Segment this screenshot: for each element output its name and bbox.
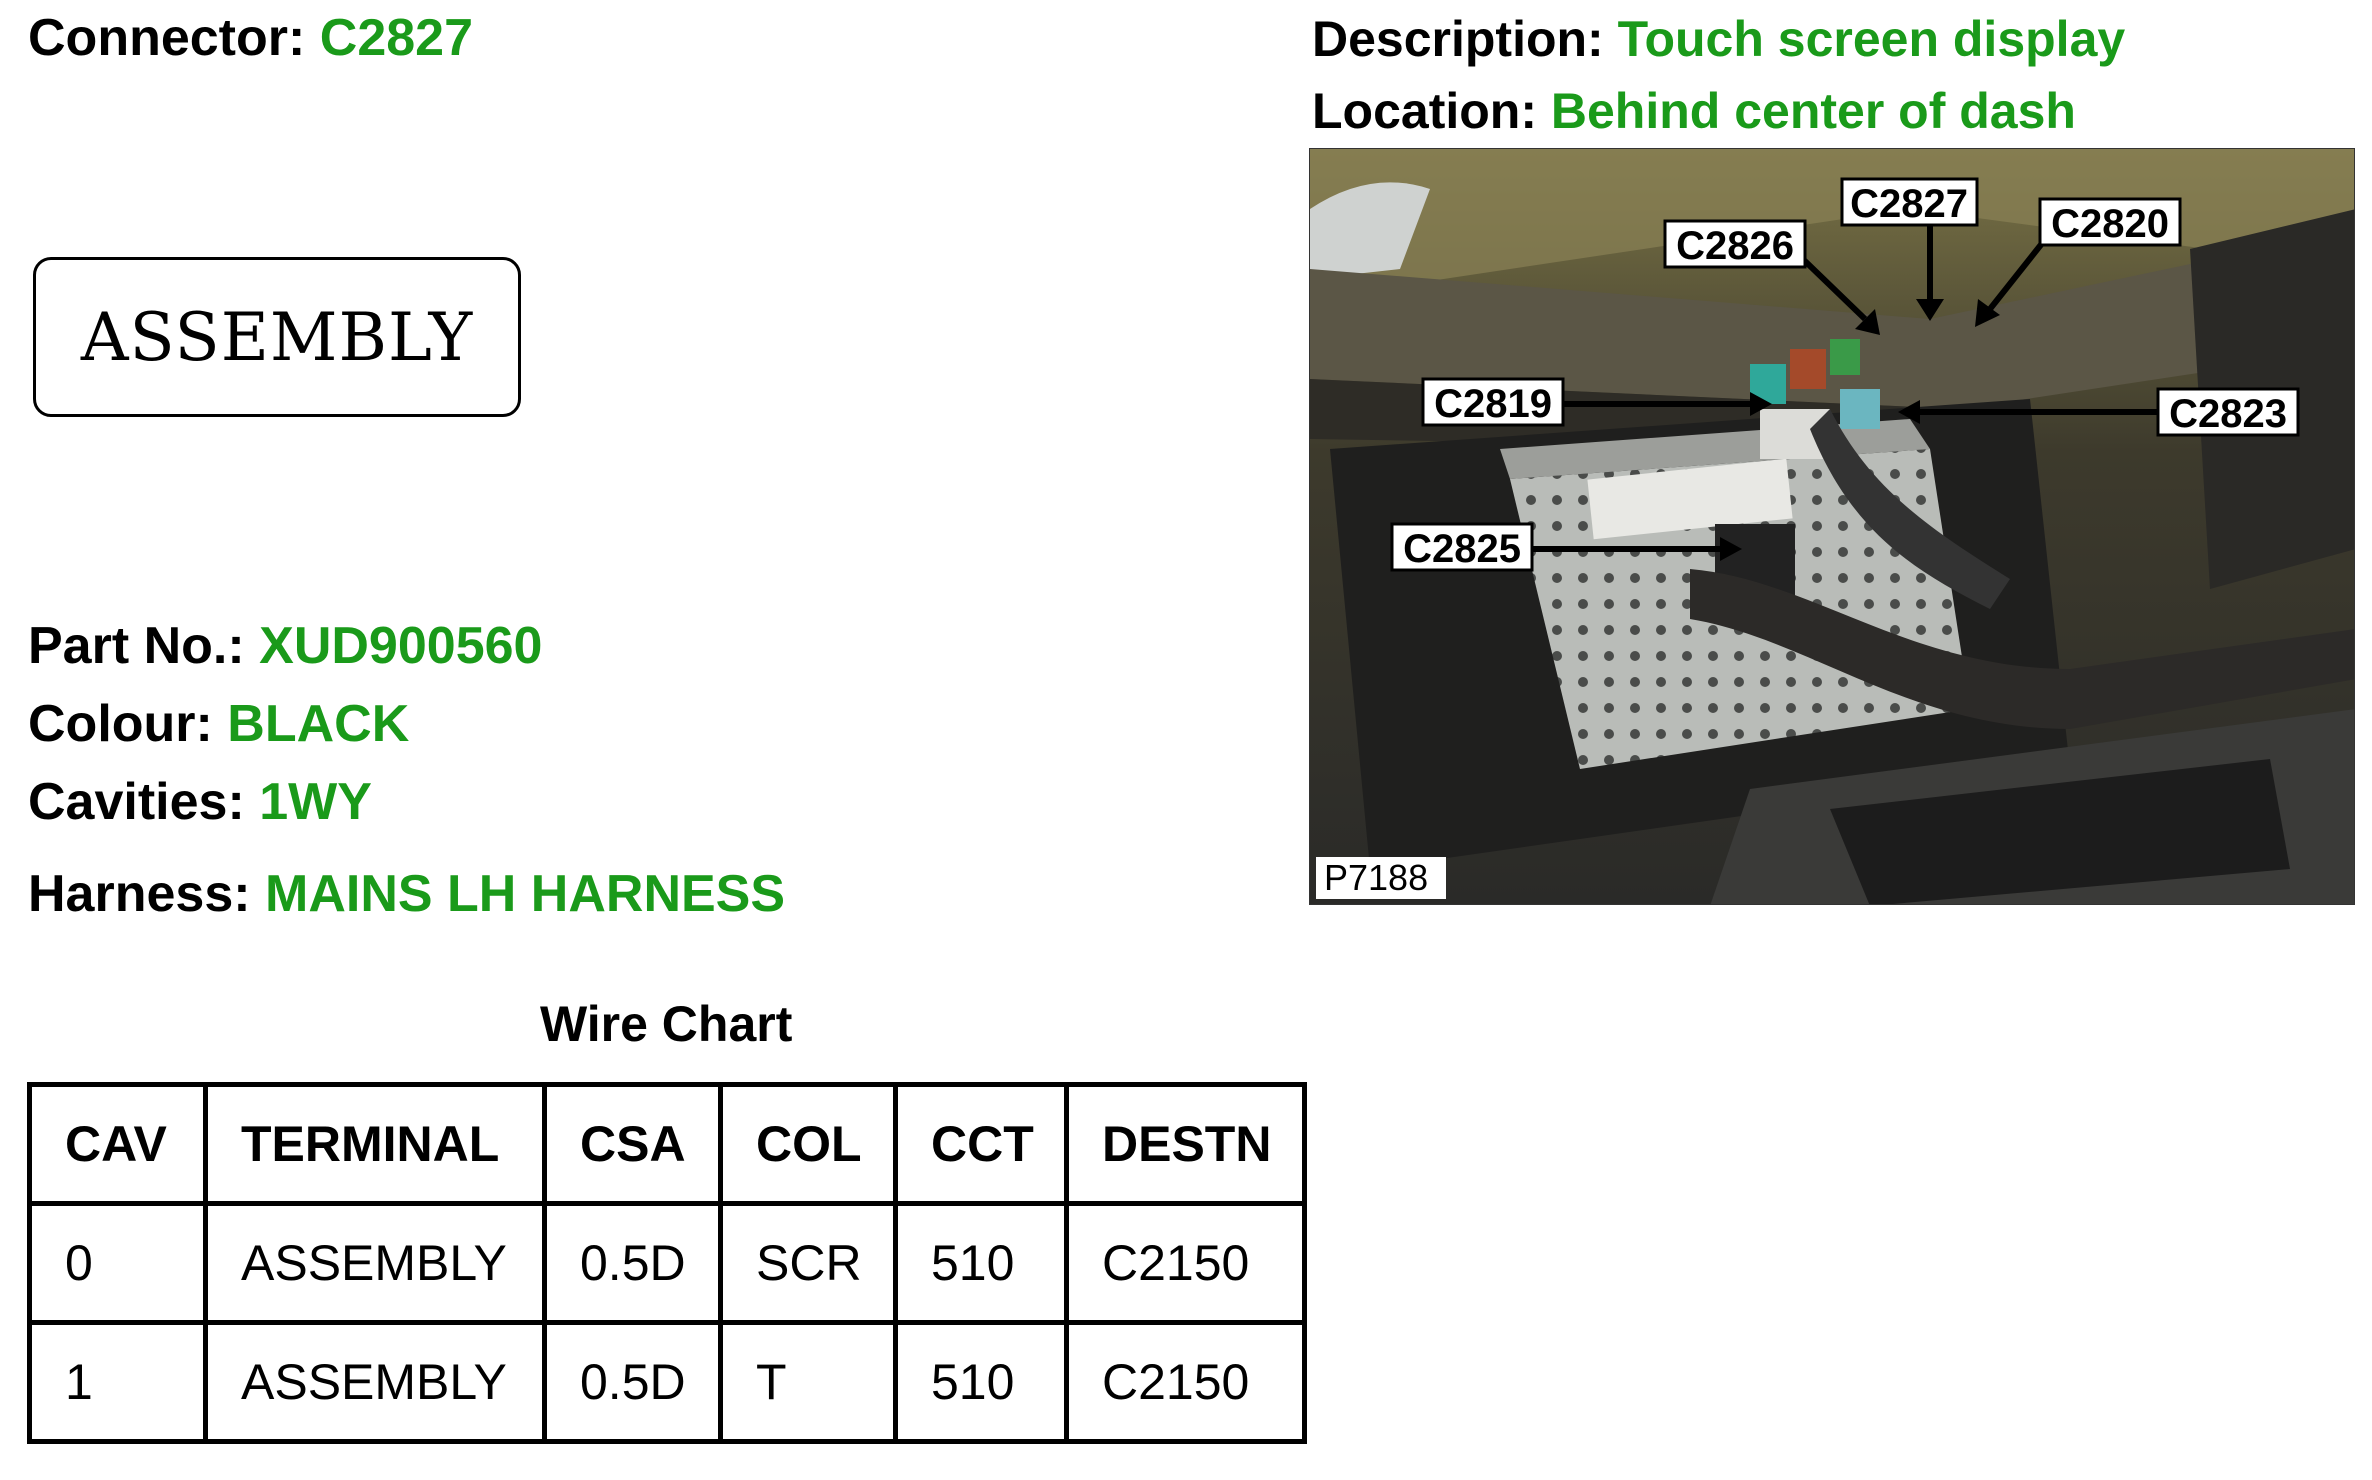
cell-csa: 0.5D xyxy=(542,1320,723,1444)
col-header-cav: CAV xyxy=(27,1082,208,1206)
cavities-value: 1WY xyxy=(259,773,372,831)
location-photo-illustration: C2827 C2826 C2820 C2819 C2823 C2825 P718… xyxy=(1310,149,2354,904)
cell-destn: C2150 xyxy=(1064,1201,1307,1325)
svg-text:C2827: C2827 xyxy=(1850,182,1968,226)
table-row: 0 ASSEMBLY 0.5D SCR 510 C2150 xyxy=(27,1201,1307,1325)
svg-text:C2823: C2823 xyxy=(2169,392,2287,436)
table-header-row: CAV TERMINAL CSA COL CCT DESTN xyxy=(27,1082,1307,1206)
callout-c2825: C2825 xyxy=(1390,522,1534,572)
colour-value: BLACK xyxy=(227,695,410,753)
location-label: Location: xyxy=(1312,83,1537,139)
photo-ref-label: P7188 xyxy=(1316,857,1446,899)
col-header-col: COL xyxy=(718,1082,898,1206)
connector-label: Connector: xyxy=(28,9,306,67)
cell-cct: 510 xyxy=(893,1201,1069,1325)
location-field: Location: Behind center of dash xyxy=(1312,86,2076,136)
col-header-cct: CCT xyxy=(893,1082,1069,1206)
col-header-destn: DESTN xyxy=(1064,1082,1307,1206)
part-no-value: XUD900560 xyxy=(259,617,543,675)
svg-text:C2819: C2819 xyxy=(1434,382,1552,426)
col-header-csa: CSA xyxy=(542,1082,723,1206)
harness-field: Harness: MAINS LH HARNESS xyxy=(28,868,785,920)
harness-value: MAINS LH HARNESS xyxy=(265,865,786,923)
cell-terminal: ASSEMBLY xyxy=(203,1320,547,1444)
svg-text:C2820: C2820 xyxy=(2051,202,2169,246)
location-value: Behind center of dash xyxy=(1550,83,2076,139)
description-label: Description: xyxy=(1312,11,1604,67)
part-no-field: Part No.: XUD900560 xyxy=(28,620,542,672)
callout-c2826: C2826 xyxy=(1663,219,1807,269)
cell-col: T xyxy=(718,1320,898,1444)
wire-chart-title: Wire Chart xyxy=(540,996,793,1052)
assembly-box: ASSEMBLY xyxy=(33,257,521,417)
cell-csa: 0.5D xyxy=(542,1201,723,1325)
connector-value: C2827 xyxy=(319,9,474,67)
callout-c2820: C2820 xyxy=(2038,197,2182,247)
svg-text:C2826: C2826 xyxy=(1676,224,1794,268)
assembly-box-text: ASSEMBLY xyxy=(80,298,474,376)
wire-chart-table: CAV TERMINAL CSA COL CCT DESTN 0 ASSEMBL… xyxy=(27,1082,1307,1444)
cavities-field: Cavities: 1WY xyxy=(28,776,372,828)
cell-col: SCR xyxy=(718,1201,898,1325)
cell-destn: C2150 xyxy=(1064,1320,1307,1444)
description-value: Touch screen display xyxy=(1617,11,2126,67)
callout-c2827: C2827 xyxy=(1840,177,1979,227)
description-field: Description: Touch screen display xyxy=(1312,14,2125,64)
harness-label: Harness: xyxy=(28,865,251,923)
cell-cav: 1 xyxy=(27,1320,208,1444)
part-no-label: Part No.: xyxy=(28,617,245,675)
table-row: 1 ASSEMBLY 0.5D T 510 C2150 xyxy=(27,1320,1307,1444)
cell-cct: 510 xyxy=(893,1320,1069,1444)
svg-text:C2825: C2825 xyxy=(1403,527,1521,571)
callout-c2819: C2819 xyxy=(1421,377,1565,427)
cell-terminal: ASSEMBLY xyxy=(203,1201,547,1325)
location-photo: C2827 C2826 C2820 C2819 C2823 C2825 P718… xyxy=(1309,148,2355,905)
colour-label: Colour: xyxy=(28,695,213,753)
cavities-label: Cavities: xyxy=(28,773,245,831)
svg-text:P7188: P7188 xyxy=(1324,857,1428,898)
cell-cav: 0 xyxy=(27,1201,208,1325)
callout-c2823: C2823 xyxy=(2156,387,2300,437)
col-header-terminal: TERMINAL xyxy=(203,1082,547,1206)
colour-field: Colour: BLACK xyxy=(28,698,409,750)
connector-field: Connector: C2827 xyxy=(28,12,473,64)
